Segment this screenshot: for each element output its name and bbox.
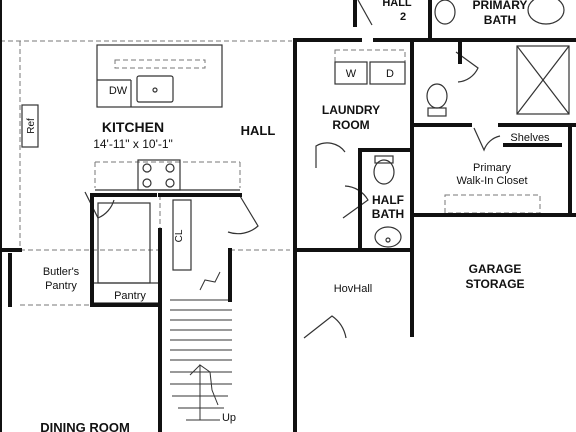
primary-bath-label-line1: PRIMARY (473, 0, 528, 12)
primary-closet-label-line1: Primary (473, 162, 511, 174)
laundry-label-line2: ROOM (332, 118, 369, 132)
hall-2-label-line1: HALL (382, 0, 412, 9)
hall-2-label-line2: 2 (400, 11, 406, 23)
kitchen-label: KITCHEN (102, 119, 164, 135)
hall-label: HALL (241, 123, 276, 138)
refrigerator-label: Ref (26, 118, 37, 134)
primary-closet-label-line2: Walk-In Closet (456, 175, 527, 187)
pantry-door-swing (84, 191, 115, 219)
kitchen-island (96, 44, 223, 108)
shower (516, 45, 570, 115)
primary-bath-label-line2: BATH (484, 13, 516, 27)
dryer-label: D (386, 68, 394, 80)
butlers-pantry-label-line2: Pantry (45, 280, 77, 292)
toilet (426, 83, 448, 109)
dishwasher-label: DW (109, 85, 128, 97)
garage-storage-label-line2: STORAGE (465, 277, 524, 291)
butlers-pantry-label-line1: Butler's (43, 266, 80, 278)
kitchen-sink (136, 75, 174, 103)
kitchen-dims: 14'-11" x 10'-1" (93, 137, 173, 151)
primary-sink (434, 0, 456, 25)
hovhall-door-swing (303, 315, 347, 339)
garage-storage-label-line1: GARAGE (469, 262, 522, 276)
pantry-label: Pantry (114, 290, 146, 302)
laundry-door-swing (315, 142, 346, 168)
half-bath-door-swing (342, 185, 369, 219)
fixture-lines (21, 0, 570, 421)
washer-box (334, 61, 368, 85)
refrigerator (21, 104, 39, 148)
primary-tub (527, 0, 565, 25)
stairs-up-label: Up (222, 412, 236, 424)
laundry-label-line1: LAUNDRY (322, 103, 380, 117)
shelves-label: Shelves (510, 132, 550, 144)
dining-room-label: DINING ROOM (40, 420, 130, 432)
half-bath-label-line2: BATH (372, 207, 404, 221)
dashed-lines (0, 40, 541, 306)
hovhall-label: HovHall (334, 283, 373, 295)
half-bath-sink (374, 226, 402, 248)
closet-door-swing (473, 127, 501, 152)
bath-door-swing (455, 51, 479, 83)
half-bath-label-line1: HALF (372, 193, 404, 207)
dryer-box (369, 61, 406, 85)
closet-label: CL (174, 229, 185, 242)
closet-shelf (172, 199, 192, 271)
washer-label: W (346, 68, 357, 80)
stairs (170, 271, 232, 421)
pantry-shelf (97, 202, 151, 284)
labels: KITCHEN 14'-11" x 10'-1" DW Ref HALL HAL… (26, 0, 550, 432)
kitchen-door-swing (227, 195, 259, 235)
